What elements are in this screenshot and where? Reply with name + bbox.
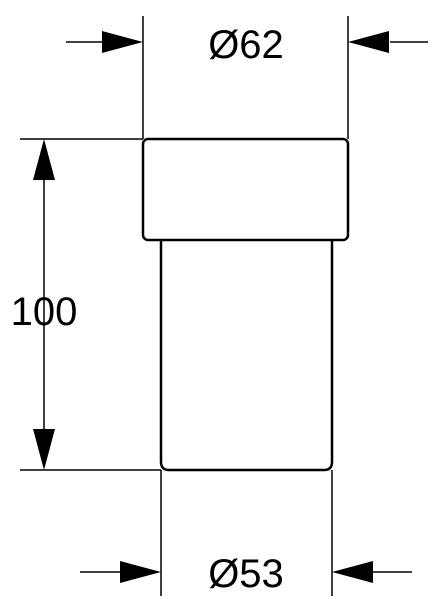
- height-dimension: 100: [11, 138, 161, 471]
- top-collar: [141, 137, 350, 242]
- bottom-diameter-dimension: Ø53: [80, 470, 412, 596]
- height-arrow-bottom: [33, 429, 55, 470]
- product-outline: [141, 137, 350, 472]
- bottom-arrow-right: [332, 561, 373, 583]
- bottom-diameter-label: Ø53: [208, 552, 284, 596]
- top-diameter-label: Ø62: [208, 23, 284, 67]
- height-label: 100: [11, 290, 78, 334]
- top-arrow-left: [102, 31, 143, 53]
- bottom-arrow-left: [120, 561, 161, 583]
- top-diameter-dimension: Ø62: [66, 16, 428, 139]
- body-cup: [159, 240, 334, 472]
- height-arrow-top: [33, 139, 55, 180]
- top-arrow-right: [348, 31, 389, 53]
